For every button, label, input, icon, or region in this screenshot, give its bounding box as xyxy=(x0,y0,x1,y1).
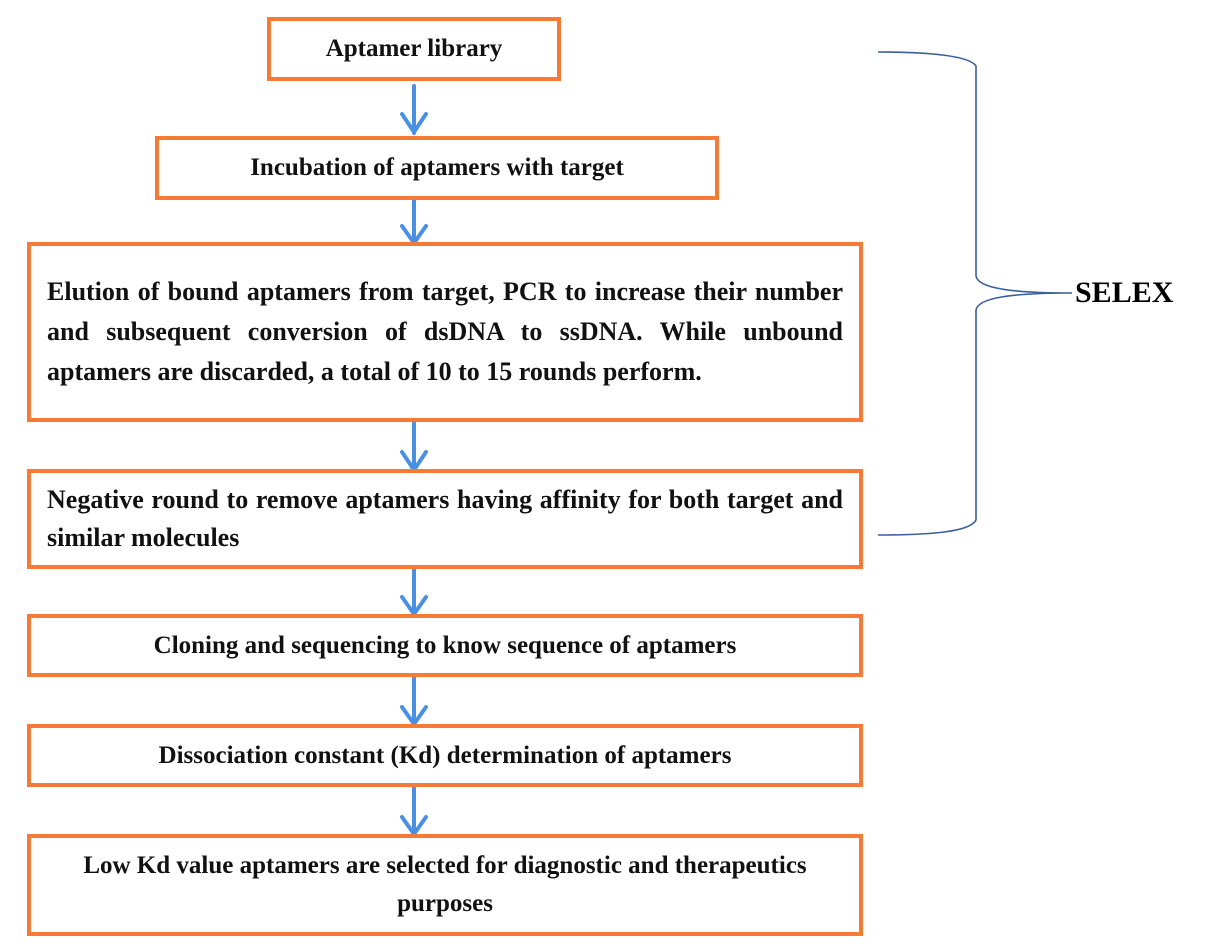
arrow-down-icon xyxy=(400,198,428,247)
step-cloning-sequencing: Cloning and sequencing to know sequence … xyxy=(27,614,863,677)
step-selection: Low Kd value aptamers are selected for d… xyxy=(27,834,863,936)
step-text: Low Kd value aptamers are selected for d… xyxy=(83,852,807,917)
step-text: Dissociation constant (Kd) determination… xyxy=(158,741,732,769)
step-text: Negative round to remove aptamers having… xyxy=(47,485,843,552)
step-text: Incubation of aptamers with target xyxy=(250,154,624,181)
step-incubation: Incubation of aptamers with target xyxy=(155,136,719,200)
step-aptamer-library: Aptamer library xyxy=(267,17,561,81)
step-text: Aptamer library xyxy=(325,35,503,62)
arrow-down-icon xyxy=(400,568,428,618)
arrow-down-icon xyxy=(400,676,428,728)
selex-bracket xyxy=(877,51,1073,536)
step-text: Cloning and sequencing to know sequence … xyxy=(153,631,737,659)
arrow-down-icon xyxy=(400,84,428,136)
step-elution: Elution of bound aptamers from target, P… xyxy=(27,242,863,422)
selex-label: SELEX xyxy=(1075,276,1174,309)
step-text: Elution of bound aptamers from target, P… xyxy=(47,277,843,386)
step-negative-round: Negative round to remove aptamers having… xyxy=(27,469,863,569)
step-kd-determination: Dissociation constant (Kd) determination… xyxy=(27,724,863,787)
arrow-down-icon xyxy=(400,421,428,474)
arrow-down-icon xyxy=(400,786,428,838)
